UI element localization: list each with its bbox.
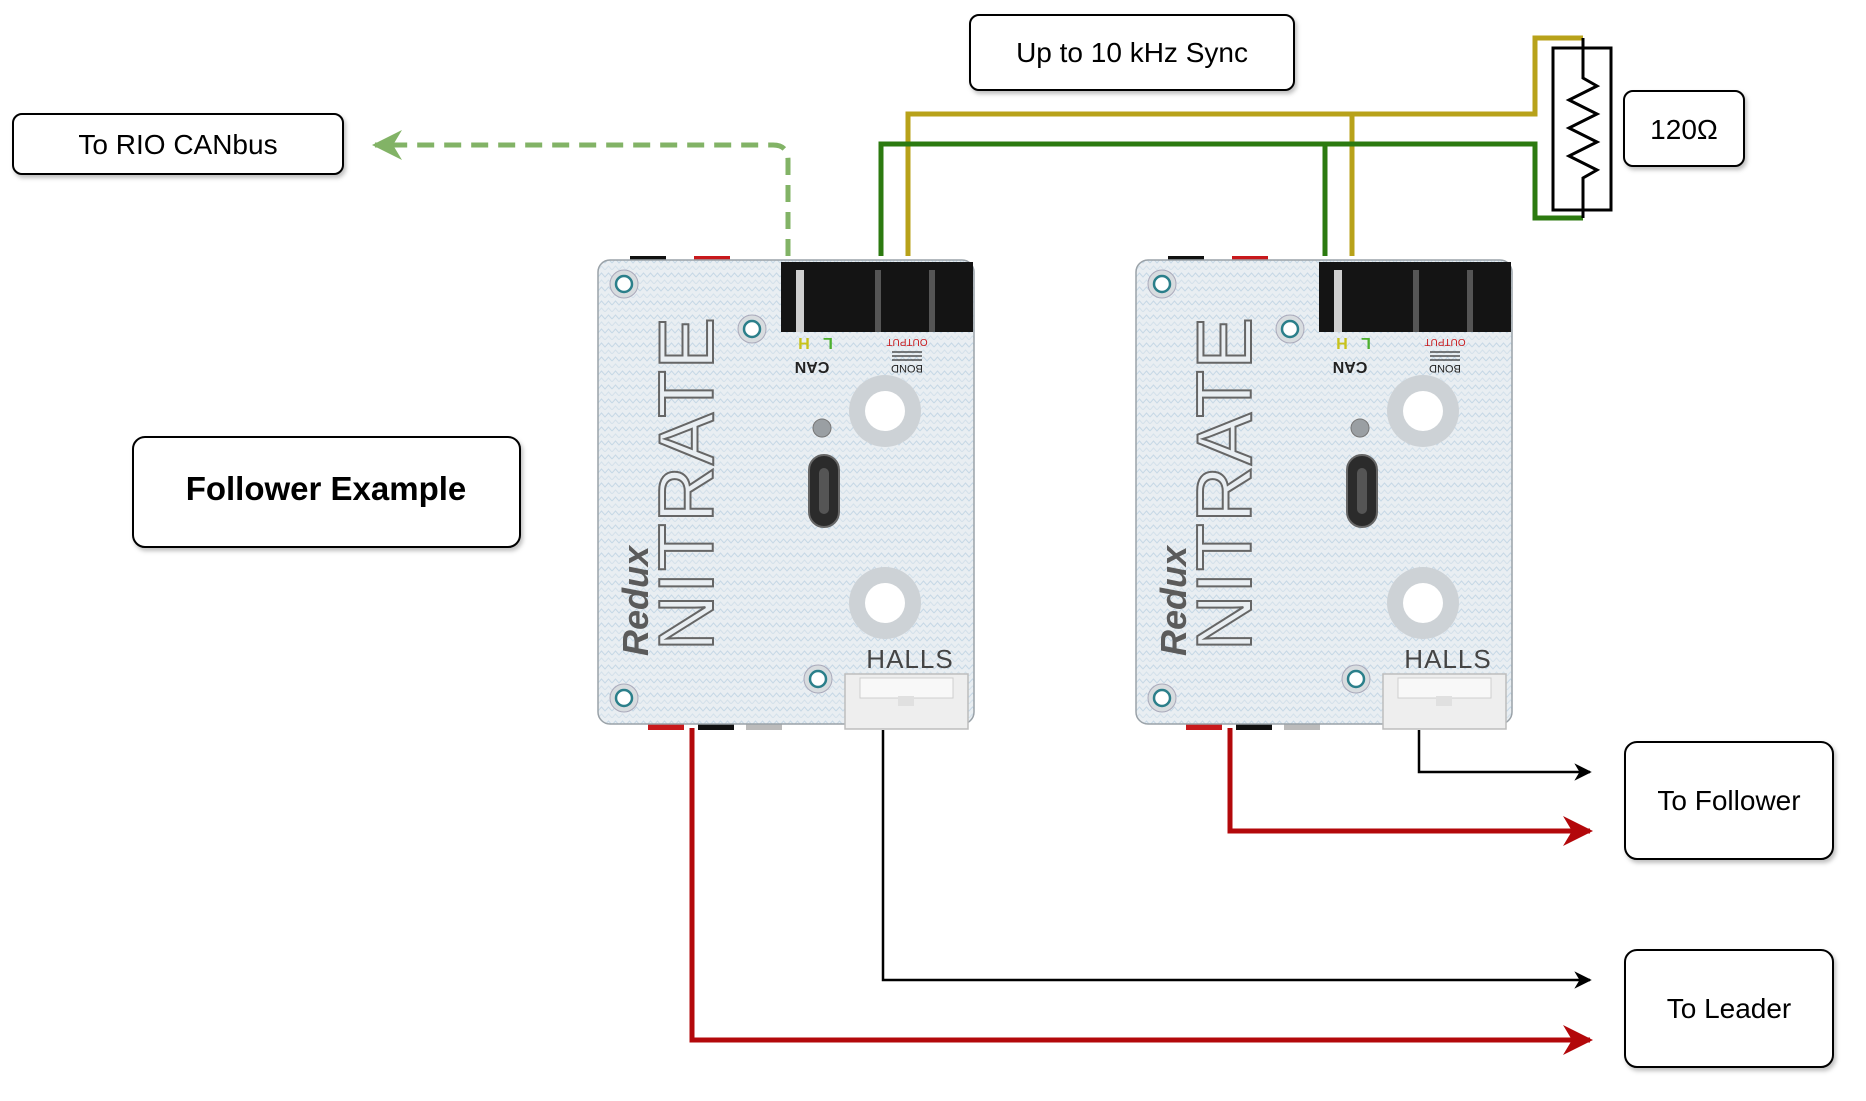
screw-hole — [849, 567, 921, 639]
mount-hole — [609, 683, 639, 713]
can-l-label: L — [823, 334, 833, 351]
mount-hole — [803, 664, 833, 694]
leader-power-wire — [689, 728, 1593, 1055]
can-h-label: H — [798, 334, 810, 351]
can-connector — [1319, 262, 1379, 332]
leader-hall-wire — [881, 730, 1592, 989]
nitrate-controller-right: L H CAN OUTPUT BOND NITRATE Redux HALLS — [1135, 256, 1513, 730]
sync-label: Up to 10 kHz Sync — [969, 14, 1295, 91]
to-follower-text: To Follower — [1657, 785, 1800, 816]
bond-label: BOND — [1429, 362, 1461, 374]
output-label: OUTPUT — [1424, 336, 1465, 347]
nitrate-controller-left: L H CAN OUTPUT BOND NITRATE Redux HALLS — [597, 256, 975, 730]
resistor-label: 120Ω — [1623, 90, 1745, 167]
resistor-text: 120Ω — [1650, 114, 1718, 145]
halls-label: HALLS — [866, 644, 953, 674]
to-leader-label: To Leader — [1624, 949, 1834, 1068]
page-title: Follower Example — [186, 470, 467, 507]
bond-label: BOND — [891, 362, 923, 374]
title-box: Follower Example — [132, 436, 521, 548]
mount-hole — [1147, 683, 1177, 713]
rio-canbus-text: To RIO CANbus — [78, 129, 277, 160]
rio-canbus-label: To RIO CANbus — [12, 113, 344, 175]
rio-canbus-wire — [372, 130, 791, 256]
follower-power-wire — [1227, 728, 1593, 846]
to-leader-text: To Leader — [1667, 993, 1792, 1024]
green-can-wire — [878, 141, 1583, 256]
can-connector — [781, 262, 841, 332]
mount-hole — [737, 314, 767, 344]
sync-text: Up to 10 kHz Sync — [1016, 37, 1248, 68]
status-led — [812, 418, 832, 438]
mount-hole — [1341, 664, 1371, 694]
mount-hole — [609, 269, 639, 299]
bond-output-connector — [841, 262, 973, 332]
can-l-label: L — [1361, 334, 1371, 351]
brand-redux: Redux — [615, 544, 656, 656]
brand-name: NITRATE — [1180, 316, 1268, 651]
screw-hole — [1387, 567, 1459, 639]
can-label: CAN — [1333, 358, 1368, 375]
screw-hole — [1387, 375, 1459, 447]
mount-hole — [1275, 314, 1305, 344]
can-h-label: H — [1336, 334, 1348, 351]
output-label: OUTPUT — [886, 336, 927, 347]
screw-hole — [849, 375, 921, 447]
status-led — [1350, 418, 1370, 438]
mount-hole — [1147, 269, 1177, 299]
bond-output-connector — [1379, 262, 1511, 332]
yellow-can-wire — [905, 35, 1583, 256]
follower-hall-wire — [1417, 730, 1592, 781]
can-label: CAN — [795, 358, 830, 375]
to-follower-label: To Follower — [1624, 741, 1834, 860]
halls-label: HALLS — [1404, 644, 1491, 674]
termination-resistor — [1551, 38, 1613, 218]
brand-name: NITRATE — [642, 316, 730, 651]
brand-redux: Redux — [1153, 544, 1194, 656]
